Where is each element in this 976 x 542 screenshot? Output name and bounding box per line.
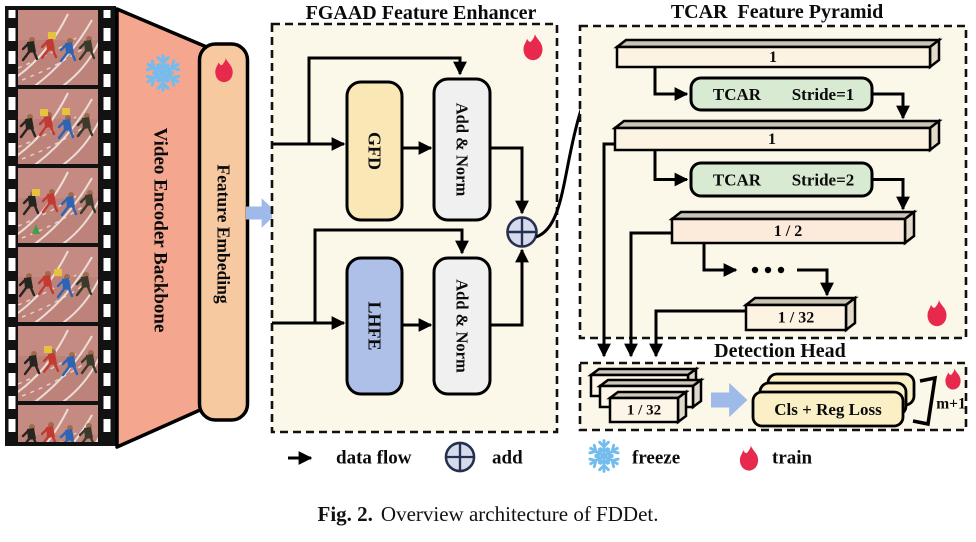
loss-label: Cls + Reg Loss [774, 400, 882, 419]
loss-cards: Cls + Reg Loss [751, 372, 916, 428]
legend: data flow add freeze train [288, 441, 813, 472]
feature-embedding: Feature Embeding [197, 42, 250, 422]
fgaad-title: FGAAD Feature Enhancer [306, 2, 537, 24]
video-frame-1 [18, 10, 98, 85]
tcar-1-stride: Stride=1 [792, 85, 855, 104]
sprocket-holes-left [8, 10, 16, 442]
backbone-label: Video Encoder Backbone [150, 128, 171, 333]
ellipsis-dots [751, 266, 785, 274]
lhfe-label: LHFE [365, 301, 385, 350]
feature-bar-2-label: 1 [768, 131, 776, 148]
feature-map-front: 1 / 32 [606, 389, 690, 425]
count-label: m+1 [936, 396, 966, 413]
tcar-2-stride: Stride=2 [792, 171, 855, 190]
add-legend-icon [444, 441, 476, 473]
feature-bar-1: 1 [613, 37, 943, 70]
snowflake-legend-icon [588, 441, 619, 472]
detection-head-title: Detection Head [714, 340, 846, 362]
fgaad-data-flow-lines [272, 56, 529, 332]
tcar-title: TCAR Feature Pyramid [671, 1, 883, 23]
tcar-block-1: TCAR Stride=1 [689, 76, 874, 112]
legend-freeze-label: freeze [632, 448, 680, 469]
tcar-2-label: TCAR [713, 171, 762, 190]
feature-maps-stack: 1 / 32 [587, 366, 705, 425]
sprocket-holes-right [103, 10, 111, 442]
caption-label: Fig. 2. [317, 502, 373, 526]
video-frame-3 [18, 168, 98, 243]
video-frame-5 [18, 326, 98, 401]
tcar-1-label: TCAR [713, 85, 762, 104]
legend-train-label: train [772, 448, 813, 469]
feature-map-label: 1 / 32 [627, 403, 661, 419]
tcar-data-flow-lines [653, 67, 910, 297]
add-norm-bottom-block: Add & Norm [432, 256, 492, 396]
feature-bar-3: 1 / 2 [668, 209, 918, 246]
fire-legend-icon [739, 445, 759, 471]
pyramid-to-head-arrows [597, 142, 746, 358]
feature-bar-2: 1 [611, 118, 943, 153]
caption-text: Overview architecture of FDDet. [380, 502, 659, 526]
add-norm-top-block: Add & Norm [432, 77, 492, 222]
architecture-canvas: Video Encoder Backbone Feature Embeding … [5, 1, 968, 500]
legend-data-flow-label: data flow [336, 448, 412, 469]
add-norm-bottom-label: Add & Norm [453, 279, 472, 373]
count-bracket [912, 375, 938, 427]
add-circle-icon [506, 216, 538, 248]
detection-head-panel: Detection Head 1 / 32 [578, 340, 968, 432]
feature-bar-4: 1 / 32 [742, 295, 859, 333]
feature-bar-4-label: 1 / 32 [778, 310, 814, 327]
lhfe-block: LHFE [345, 256, 404, 396]
embedding-label: Feature Embeding [214, 164, 234, 303]
feature-bar-1-label: 1 [769, 49, 777, 66]
legend-add-label: add [492, 448, 523, 469]
fgaad-panel: FGAAD Feature Enhancer GFD Add & Norm LH… [270, 2, 559, 434]
tcar-block-2: TCAR Stride=2 [689, 161, 874, 198]
gfd-block: GFD [345, 80, 404, 222]
add-norm-top-label: Add & Norm [453, 103, 472, 197]
feature-bar-3-label: 1 / 2 [774, 223, 802, 240]
video-film-strip [5, 6, 116, 446]
video-frame-2 [18, 89, 98, 164]
gfd-label: GFD [365, 132, 385, 170]
video-encoder-backbone: Video Encoder Backbone [115, 7, 211, 449]
video-frame-4 [18, 247, 98, 322]
tcar-panel: TCAR Feature Pyramid 1 TCAR Stride=1 1 T… [578, 1, 968, 340]
figure-caption: Fig. 2. Overview architecture of FDDet. [0, 502, 976, 527]
